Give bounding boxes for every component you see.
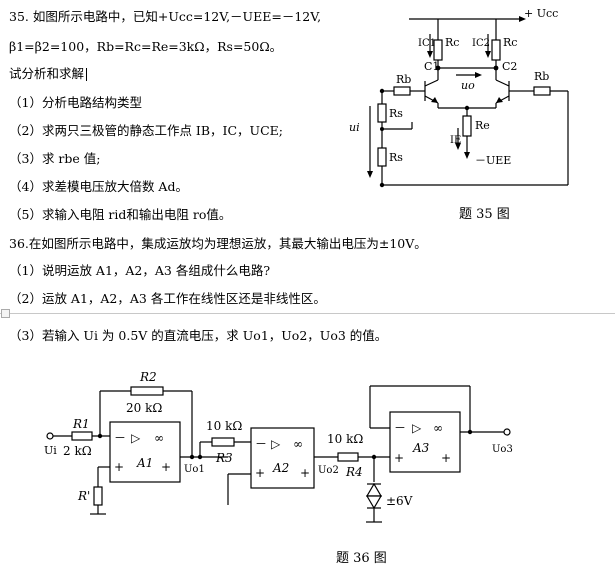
- fig35-c2-label: C2: [502, 60, 517, 73]
- fig36-r4-label: R4: [345, 465, 363, 479]
- fig36-a3-triangle: ▷: [412, 421, 422, 435]
- fig36-uo2-label: Uo2: [318, 465, 339, 476]
- text-cursor: [86, 68, 88, 81]
- fig36-a1-minus: －: [114, 431, 126, 445]
- fig36-rp-label: R': [77, 489, 90, 503]
- fig35-rc1-label: Rc: [445, 36, 459, 49]
- fig35-rs2-label: Rs: [389, 151, 403, 164]
- fig35-caption: 题 35 图: [459, 207, 510, 222]
- fig35-rc2-label: Rc: [503, 36, 517, 49]
- q36-item-2: （2）运放 A1，A2，A3 各工作在线性区还是非线性区。: [9, 291, 326, 306]
- fig36-a3-inf: ∞: [433, 421, 443, 435]
- fig36-a1-label: A1: [136, 456, 153, 470]
- fig35-ucc-label: + Ucc: [524, 7, 558, 20]
- fig36-a2-inf: ∞: [293, 437, 303, 451]
- fig36-caption: 题 36 图: [336, 551, 387, 566]
- q36-line1: 36.在如图所示电路中，集成运放均为理想运放，其最大输出电压为±10V。: [9, 236, 427, 251]
- fig36-a1-inf: ∞: [154, 431, 164, 445]
- fig36-uo3-label: Uo3: [492, 444, 513, 455]
- q35-line2: β1=β2=100，Rb=Rc=Re=3kΩ，Rs=50Ω。: [9, 39, 283, 54]
- q35-line1: 35. 如图所示电路中，已知+Ucc=12V,－UEE=－12V,: [9, 9, 322, 24]
- fig36-r2-value: 20 kΩ: [126, 401, 162, 415]
- fig36-r4-value: 10 kΩ: [327, 432, 363, 446]
- page-break-line: [0, 313, 615, 314]
- fig35-rb1-label: Rb: [396, 73, 411, 86]
- fig35-rb2-label: Rb: [534, 70, 549, 83]
- fig36-uo1-label: Uo1: [184, 464, 205, 475]
- fig35-c1-label: C1: [424, 60, 439, 73]
- q35-item-4: （4）求差模电压放大倍数 Ad。: [9, 179, 188, 194]
- fig35-ui-label: ui: [349, 121, 360, 134]
- fig36-zener-label: ±6V: [386, 494, 413, 508]
- fig36-a3-plus: +: [394, 451, 404, 465]
- fig36-a2-triangle: ▷: [271, 437, 281, 451]
- fig36-a3-label: A3: [412, 441, 430, 455]
- fig36-a2-minus: －: [255, 437, 267, 451]
- q36-item-1: （1）说明运放 A1，A2，A3 各组成什么电路?: [9, 263, 271, 278]
- fig35-ie-label: IE: [450, 135, 461, 146]
- q35-item-1: （1）分析电路结构类型: [9, 95, 142, 110]
- fig36-r2-label: R2: [139, 370, 157, 384]
- fig36-a2-label: A2: [272, 461, 289, 475]
- q35-item-3: （3）求 rbe 值;: [9, 151, 101, 166]
- q35-line3-text: 试分析和求解: [9, 66, 85, 81]
- fig36-a1-plus2: +: [161, 460, 171, 474]
- fig36-a2-plus2: +: [300, 466, 310, 480]
- fig36-a1-triangle: ▷: [131, 431, 141, 445]
- fig35-rs1-label: Rs: [389, 107, 403, 120]
- fig36-a1-plus: +: [114, 460, 124, 474]
- fig36-a3-minus: －: [394, 421, 406, 435]
- fig36-a2-plus: +: [255, 466, 265, 480]
- fig36-r1-value: 2 kΩ: [63, 444, 92, 458]
- fig35-ic1-label: IC1: [418, 38, 436, 49]
- q35-item-2: （2）求两只三极管的静态工作点 IB，IC，UCE;: [9, 123, 283, 138]
- fig36-r1-label: R1: [72, 417, 90, 431]
- fig35-uo-label: uo: [461, 79, 475, 92]
- fig35-uee-label: －UEE: [475, 154, 511, 167]
- q36-item-3: （3）若输入 Ui 为 0.5V 的直流电压，求 Uo1，Uo2，Uo3 的值。: [9, 328, 388, 343]
- fig36-r3-value: 10 kΩ: [206, 419, 242, 433]
- fig36-ui-label: Ui: [44, 444, 57, 457]
- q35-item-5: （5）求输入电阻 rid和输出电阻 ro值。: [9, 207, 232, 222]
- fig36-a3-plus2: +: [441, 451, 451, 465]
- q35-line3: 试分析和求解: [9, 66, 88, 82]
- fig36-r3-label: R3: [215, 451, 233, 465]
- fig35-re-label: Re: [475, 119, 490, 132]
- fig35-ic2-label: IC2: [472, 38, 490, 49]
- page-break-marker: [1, 309, 10, 318]
